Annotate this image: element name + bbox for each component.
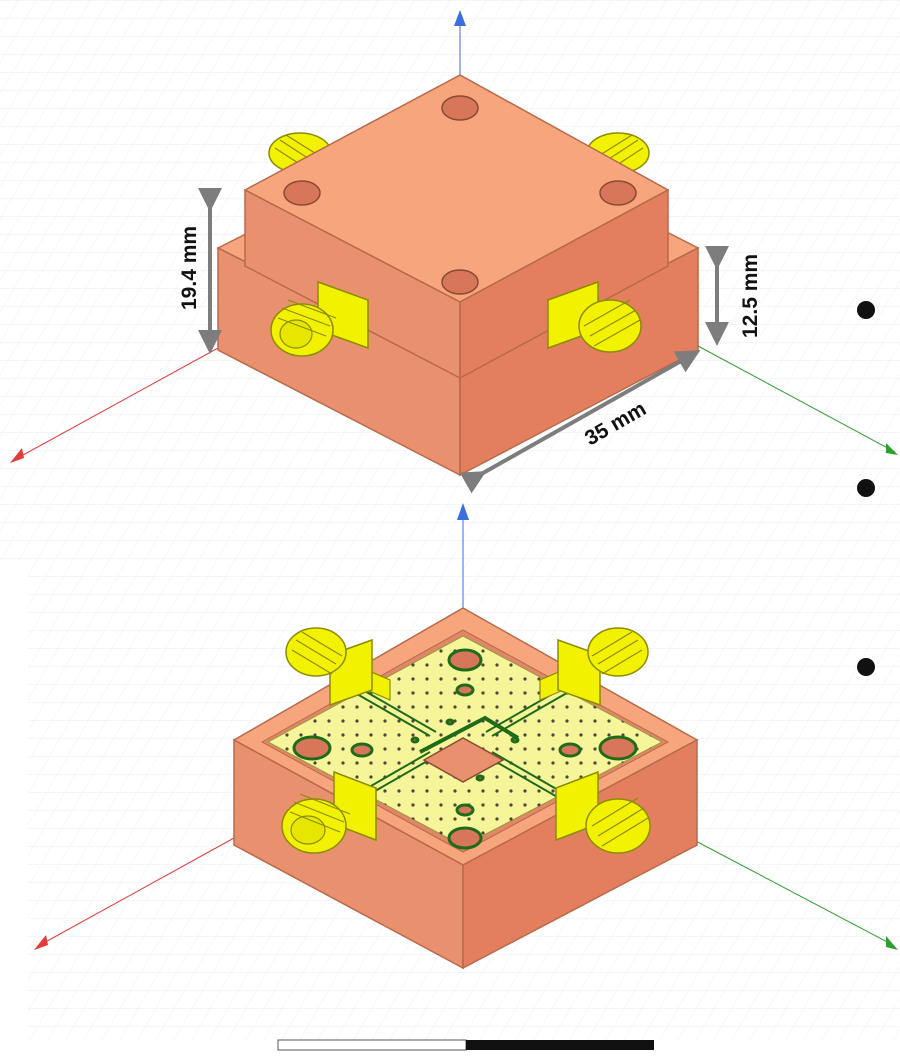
closed-enclosure-view[interactable]: 19.4 mm 12.5 mm 35 mm (10, 10, 898, 494)
axis-x-arrow-2 (34, 935, 48, 950)
axis-y-line (697, 345, 896, 453)
rf-traces (349, 685, 573, 803)
open-front-right-connector (555, 770, 651, 854)
open-enclosure-view[interactable] (34, 503, 898, 970)
open-front-left-connector (281, 770, 377, 854)
front-left-connector (270, 280, 369, 357)
front-right-connector (547, 280, 642, 353)
open-back-right-connector (539, 627, 649, 707)
lid-height-dimension-label: 12.5 mm (739, 254, 762, 338)
bullet-point-3 (857, 658, 875, 676)
bullet-point-1 (857, 301, 875, 319)
axis-y-arrow (886, 443, 898, 455)
axis-x-arrow (10, 448, 24, 463)
lid-hole-bottom (441, 269, 479, 295)
lid-hole-top (441, 95, 479, 121)
enclosure-lid (243, 74, 670, 380)
bullet-point-2 (857, 479, 875, 497)
axis-y-arrow-2 (886, 936, 898, 950)
axis-x-line-2 (39, 837, 235, 946)
axis-z-arrow (454, 10, 466, 26)
center-cavity (422, 737, 505, 783)
lid-hole-left (283, 180, 321, 206)
pcb-holes (292, 648, 638, 850)
height-dimension-label: 19.4 mm (178, 226, 201, 310)
axis-y-line-2 (689, 837, 894, 946)
open-back-left-connector (285, 627, 391, 707)
scale-bar (277, 1039, 654, 1051)
axis-x-line (13, 347, 219, 461)
width-dimension-arrow (459, 350, 701, 494)
lid-hole-right (599, 180, 637, 206)
axis-z-arrow-2 (457, 503, 469, 520)
